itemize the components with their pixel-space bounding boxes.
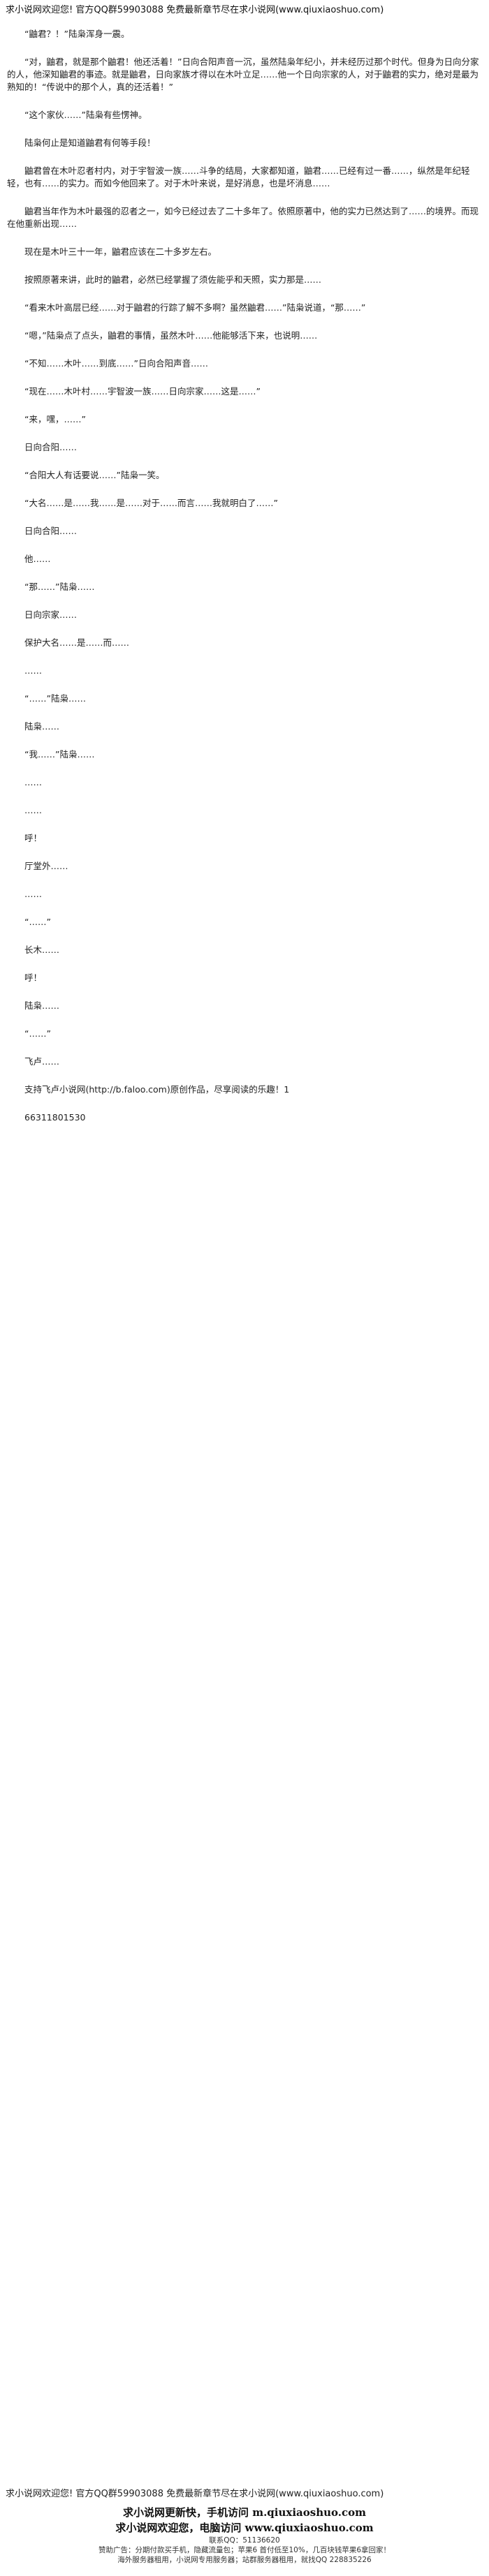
- top-banner: 求小说网欢迎您! 官方QQ群59903088 免费最新章节尽在求小说网(www.…: [6, 5, 384, 15]
- paragraph: “鼬君？！”陆枭浑身一震。: [24, 29, 130, 39]
- paragraph: 日向合阳……: [24, 442, 78, 452]
- footer-banner: 求小说网欢迎您! 官方QQ群59903088 免费最新章节尽在求小说网(www.…: [6, 2489, 384, 2499]
- paragraph: ……: [24, 805, 42, 815]
- paragraph: 厅堂外……: [24, 861, 68, 871]
- paragraph: 飞卢……: [24, 1056, 60, 1067]
- paragraph: ……: [24, 665, 42, 676]
- paragraph: 他……: [24, 554, 51, 564]
- paragraph: 呼！: [24, 833, 43, 843]
- paragraph: “大名……是……我……是……对于……而言……我就明白了……”: [24, 498, 278, 508]
- paragraph: ……: [24, 889, 42, 899]
- paragraph: 日向合阳……: [24, 526, 78, 536]
- paragraph: 呼！: [24, 972, 43, 983]
- paragraph: 长木……: [24, 945, 60, 955]
- paragraph: “……”: [24, 1028, 51, 1039]
- paragraph: 鼬君曾在木叶忍者村内，对于宇智波一族……斗争的结局，大家都知道，鼬君……已经有过…: [7, 165, 470, 188]
- chapter-content: “鼬君？！”陆枭浑身一震。 “对，鼬君，就是那个鼬君！他还活着！”日向合阳声音一沉…: [0, 24, 489, 1124]
- paragraph: 鼬君当年作为木叶最强的忍者之一，如今已经过去了二十多年了。依照原著中，他的实力已…: [7, 206, 479, 229]
- footer: 求小说网欢迎您! 官方QQ群59903088 免费最新章节尽在求小说网(www.…: [0, 2488, 489, 2565]
- paragraph: “看来木叶高层已经……对于鼬君的行踪了解不多啊？虽然鼬君……”陆枭说道，“那………: [24, 302, 366, 313]
- paragraph: “……”陆枭……: [24, 693, 86, 704]
- paragraph: 日向宗家……: [24, 609, 78, 620]
- paragraph: 保护大名……是……而……: [24, 637, 130, 648]
- paragraph: “对，鼬君，就是那个鼬君！他还活着！”日向合阳声音一沉，虽然陆枭年纪小，并未经历…: [7, 57, 479, 92]
- paragraph: 按照原著来讲，此时的鼬君，必然已经掌握了须佐能乎和天照，实力那是……: [24, 274, 322, 285]
- footer-mobile-link[interactable]: 求小说网更新快，手机访问 m.qiuxiaoshuo.com: [122, 2506, 366, 2519]
- paragraph: “嗯，”陆枭点了点头，鼬君的事情，虽然木叶……他能够活下来，也说明……: [24, 330, 318, 341]
- paragraph: 66311801530: [24, 1112, 86, 1123]
- footer-desktop-link[interactable]: 求小说网欢迎您，电脑访问 www.qiuxiaoshuo.com: [115, 2522, 374, 2534]
- paragraph: 陆枭……: [24, 1000, 60, 1011]
- paragraph: 陆枭……: [24, 721, 60, 732]
- footer-hosting[interactable]: 海外服务器租用，小说网专用服务器；站群服务器租用，就找QQ 228835226: [117, 2556, 372, 2564]
- paragraph: 支持飞卢小说网(http://b.faloo.com)原创作品，尽享阅读的乐趣！…: [24, 1084, 290, 1095]
- paragraph: 陆枭何止是知道鼬君有何等手段！: [24, 138, 156, 148]
- paragraph: “这个家伙……”陆枭有些愣神。: [24, 110, 147, 120]
- paragraph: “来，嘿，……”: [24, 414, 86, 424]
- paragraph: 现在是木叶三十一年，鼬君应该在二十多岁左右。: [24, 246, 217, 257]
- footer-contact: 联系QQ：51136620: [209, 2536, 280, 2545]
- paragraph: ……: [24, 777, 42, 787]
- paragraph: “不知……木叶……到底……”日向合阳声音……: [24, 358, 208, 369]
- footer-ad[interactable]: 赞助广告：分期付款买手机，隐藏流量包；苹果6 首付低至10%，几百块钱苹果6拿回…: [98, 2546, 391, 2554]
- paragraph: “我……”陆枭……: [24, 749, 95, 760]
- paragraph: “现在……木叶村……宇智波一族……日向宗家……这是……”: [24, 386, 261, 397]
- paragraph: “……”: [24, 917, 51, 927]
- paragraph: “那……”陆枭……: [24, 582, 95, 592]
- paragraph: “合阳大人有话要说……”陆枭一笑。: [24, 470, 165, 480]
